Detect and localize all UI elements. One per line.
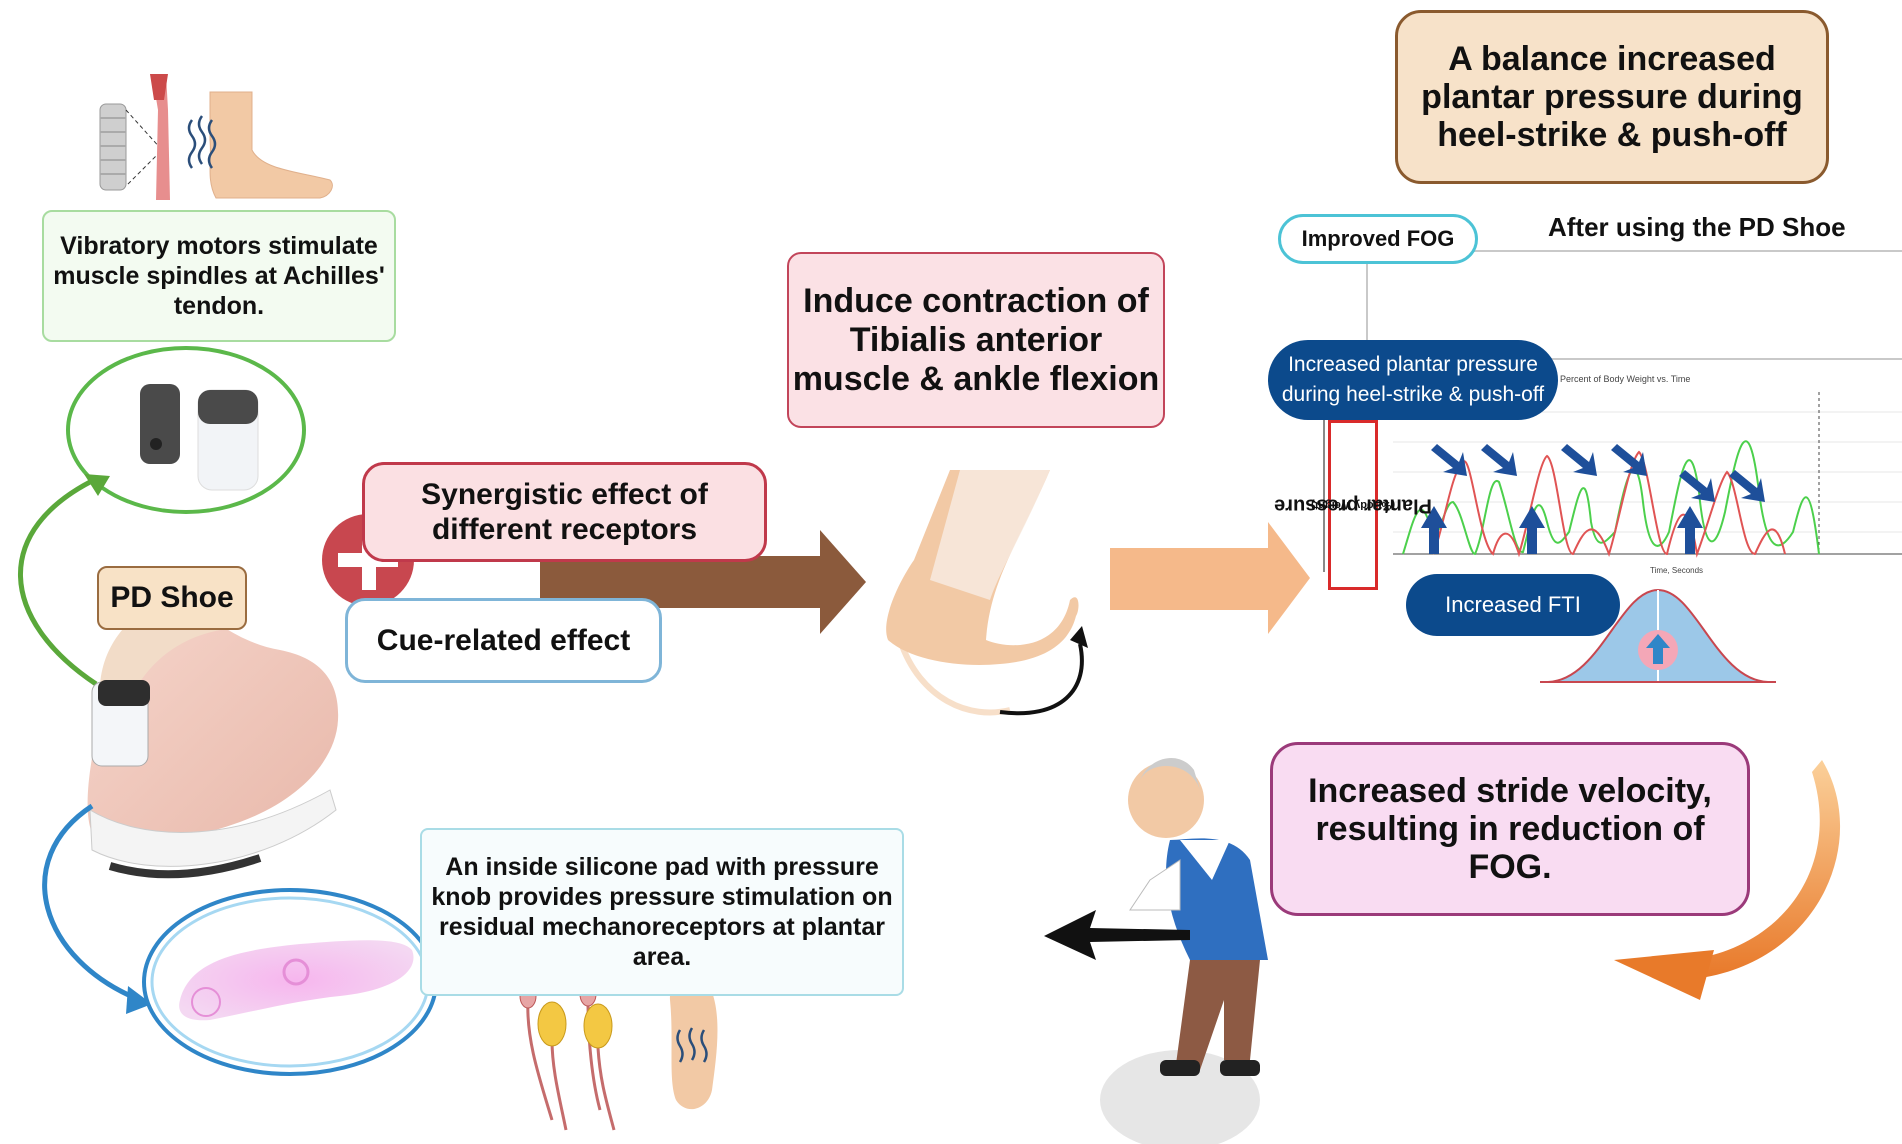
stride-velocity-label: Increased stride velocity, resulting in … bbox=[1270, 742, 1750, 916]
walking-direction-arrow bbox=[1044, 910, 1190, 960]
fti-bell-curve bbox=[1540, 588, 1776, 683]
mechanoreceptor-icons bbox=[519, 981, 616, 1131]
silicone-pad-label: An inside silicone pad with pressure kno… bbox=[420, 828, 904, 996]
silicone-pad-icon bbox=[179, 940, 414, 1021]
orange-curved-arrow bbox=[1700, 760, 1841, 978]
vibratory-motor-label: Vibratory motors stimulate muscle spindl… bbox=[42, 210, 396, 342]
vibration-motor-circle bbox=[66, 346, 306, 514]
after-using-label: After using the PD Shoe bbox=[1548, 212, 1846, 242]
cue-related-effect-label: Cue-related effect bbox=[345, 598, 662, 683]
chart-x-axis-label: Time, Seconds bbox=[1650, 566, 1704, 575]
elderly-man-illustration bbox=[1100, 757, 1268, 1144]
foot-sole-icon bbox=[669, 982, 718, 1110]
pd-shoe-label: PD Shoe bbox=[97, 566, 247, 630]
balance-pressure-label: A balance increased plantar pressure dur… bbox=[1395, 10, 1829, 184]
pressure-chart bbox=[1393, 392, 1902, 558]
chart-title: Percent of Body Weight vs. Time bbox=[1560, 374, 1691, 384]
peach-arrow bbox=[1110, 522, 1310, 634]
heel-strike-arrows bbox=[1421, 444, 1765, 554]
vibration-motor-icon bbox=[140, 384, 259, 491]
ankle-flexion-icon bbox=[886, 470, 1088, 716]
muscle-spindle-icon bbox=[99, 74, 333, 200]
synergistic-effect-label: Synergistic effect of different receptor… bbox=[362, 462, 767, 562]
increased-pressure-label: Increased plantar pressure during heel-s… bbox=[1268, 340, 1558, 420]
improved-fog-label: Improved FOG bbox=[1278, 214, 1478, 264]
induce-contraction-label: Induce contraction of Tibialis anterior … bbox=[787, 252, 1165, 428]
chart-y-axis-label: Plantar pressure (%Body Weight) bbox=[1274, 420, 1432, 590]
increased-fti-label: Increased FTI bbox=[1406, 574, 1620, 636]
